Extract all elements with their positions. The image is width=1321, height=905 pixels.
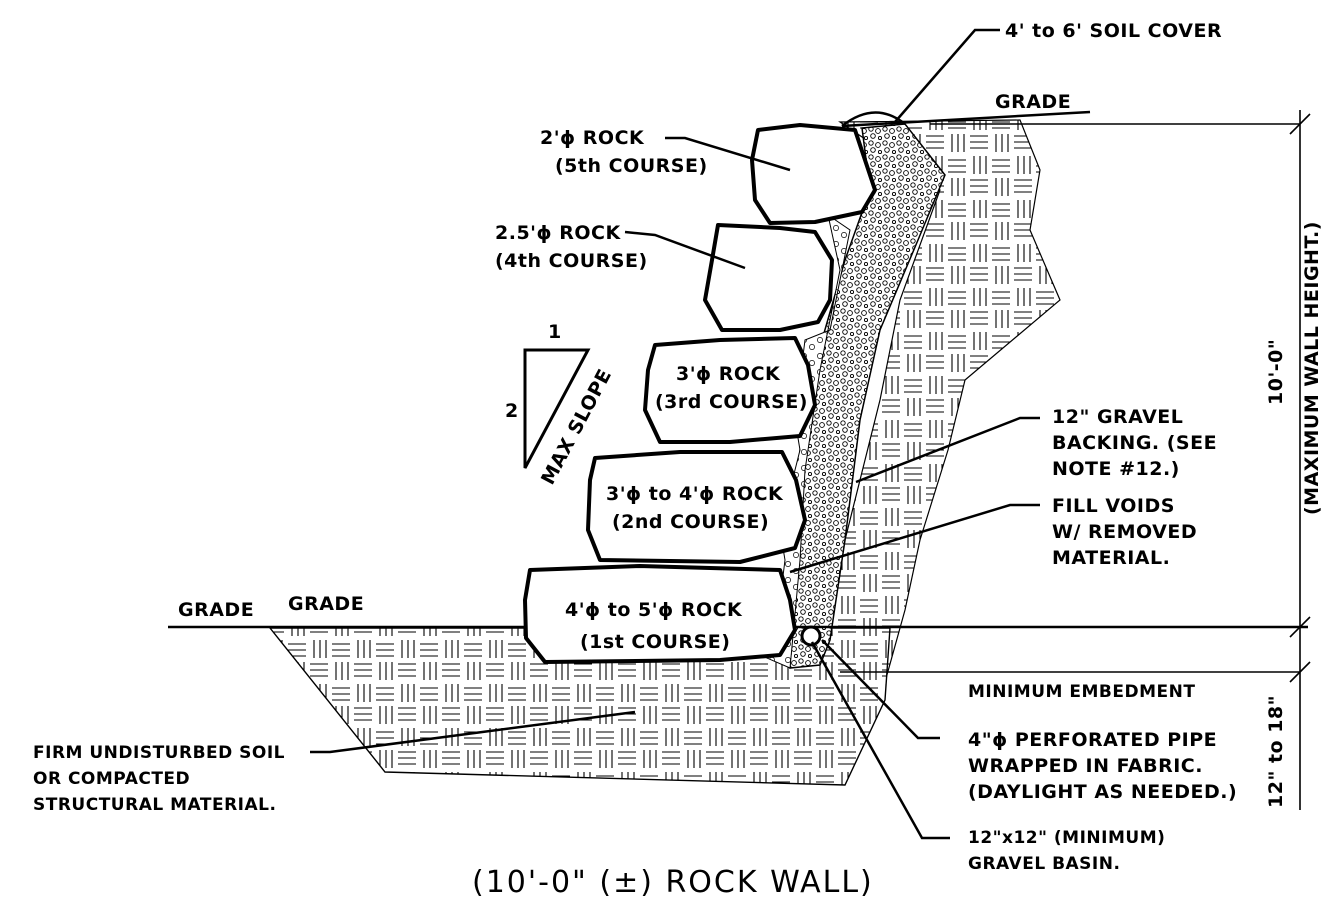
rock-2nd-course bbox=[586, 450, 807, 564]
height-label-1: 10'-0" bbox=[1265, 339, 1287, 405]
grade-label-left-1: GRADE bbox=[178, 599, 254, 621]
pipe-label-1: 4"ϕ PERFORATED PIPE bbox=[968, 729, 1217, 751]
soil-cover-label: 4' to 6' SOIL COVER bbox=[1005, 20, 1222, 42]
rock3-label-a: 3'ϕ ROCK bbox=[676, 363, 781, 385]
slope-label-1: 1 bbox=[548, 321, 562, 343]
rock4-label-b: (4th COURSE) bbox=[495, 250, 648, 272]
gravel-label-2: BACKING. (SEE bbox=[1052, 432, 1217, 454]
gravel-label-3: NOTE #12.) bbox=[1052, 458, 1180, 480]
soil-label-2: OR COMPACTED bbox=[33, 769, 190, 789]
rock1-label-b: (1st COURSE) bbox=[580, 631, 730, 653]
slope-triangle bbox=[523, 348, 591, 469]
leader-pipe bbox=[821, 639, 940, 740]
grade-line-top bbox=[841, 110, 1091, 128]
pipe-label-2: WRAPPED IN FABRIC. bbox=[968, 755, 1203, 777]
voids-label-3: MATERIAL. bbox=[1052, 547, 1170, 569]
soil-label-1: FIRM UNDISTURBED SOIL bbox=[33, 743, 285, 763]
rock-5th-course bbox=[750, 123, 877, 225]
basin-label-2: GRAVEL BASIN. bbox=[968, 854, 1120, 874]
embed-label-2: 12" to 18" bbox=[1265, 695, 1287, 808]
diagram-title: (10'-0" (±) ROCK WALL) bbox=[472, 865, 874, 900]
rock2-label-a: 3'ϕ to 4'ϕ ROCK bbox=[606, 483, 784, 505]
grade-label-left-2: GRADE bbox=[288, 593, 364, 615]
grade-label-top: GRADE bbox=[995, 91, 1071, 113]
voids-label-2: W/ REMOVED bbox=[1052, 521, 1197, 543]
soil-cover-arc bbox=[841, 111, 906, 127]
embed-label-1: MINIMUM EMBEDMENT bbox=[968, 682, 1195, 702]
rock4-label-a: 2.5'ϕ ROCK bbox=[495, 222, 621, 244]
leader-gravel bbox=[855, 416, 1040, 484]
gravel-label-1: 12" GRAVEL bbox=[1052, 406, 1183, 428]
leader-rock5 bbox=[665, 136, 791, 172]
slope-label-2: 2 bbox=[505, 400, 519, 422]
rock3-label-b: (3rd COURSE) bbox=[655, 391, 808, 413]
rock-4th-course bbox=[703, 223, 834, 332]
rock5-label-b: (5th COURSE) bbox=[555, 155, 708, 177]
rock-1st-course bbox=[523, 564, 797, 664]
basin-label-1: 12"x12" (MINIMUM) bbox=[968, 828, 1165, 848]
pipe-label-3: (DAYLIGHT AS NEEDED.) bbox=[968, 781, 1237, 803]
rock1-label-a: 4'ϕ to 5'ϕ ROCK bbox=[565, 599, 743, 621]
rock2-label-b: (2nd COURSE) bbox=[612, 511, 769, 533]
height-label-2: (MAXIMUM WALL HEIGHT.) bbox=[1301, 221, 1321, 515]
perforated-pipe bbox=[800, 625, 822, 647]
leader-basin bbox=[810, 641, 950, 840]
leader-rock4 bbox=[624, 230, 746, 270]
backfill-soil bbox=[819, 119, 1061, 701]
leader-soil bbox=[310, 710, 636, 754]
rock5-label-a: 2'ϕ ROCK bbox=[540, 127, 645, 149]
rock-3rd-course bbox=[643, 336, 817, 444]
voids-label-1: FILL VOIDS bbox=[1052, 495, 1175, 517]
leader-voids bbox=[789, 503, 1040, 574]
leader-soil-cover bbox=[894, 28, 1000, 123]
soil-label-3: STRUCTURAL MATERIAL. bbox=[33, 795, 276, 815]
